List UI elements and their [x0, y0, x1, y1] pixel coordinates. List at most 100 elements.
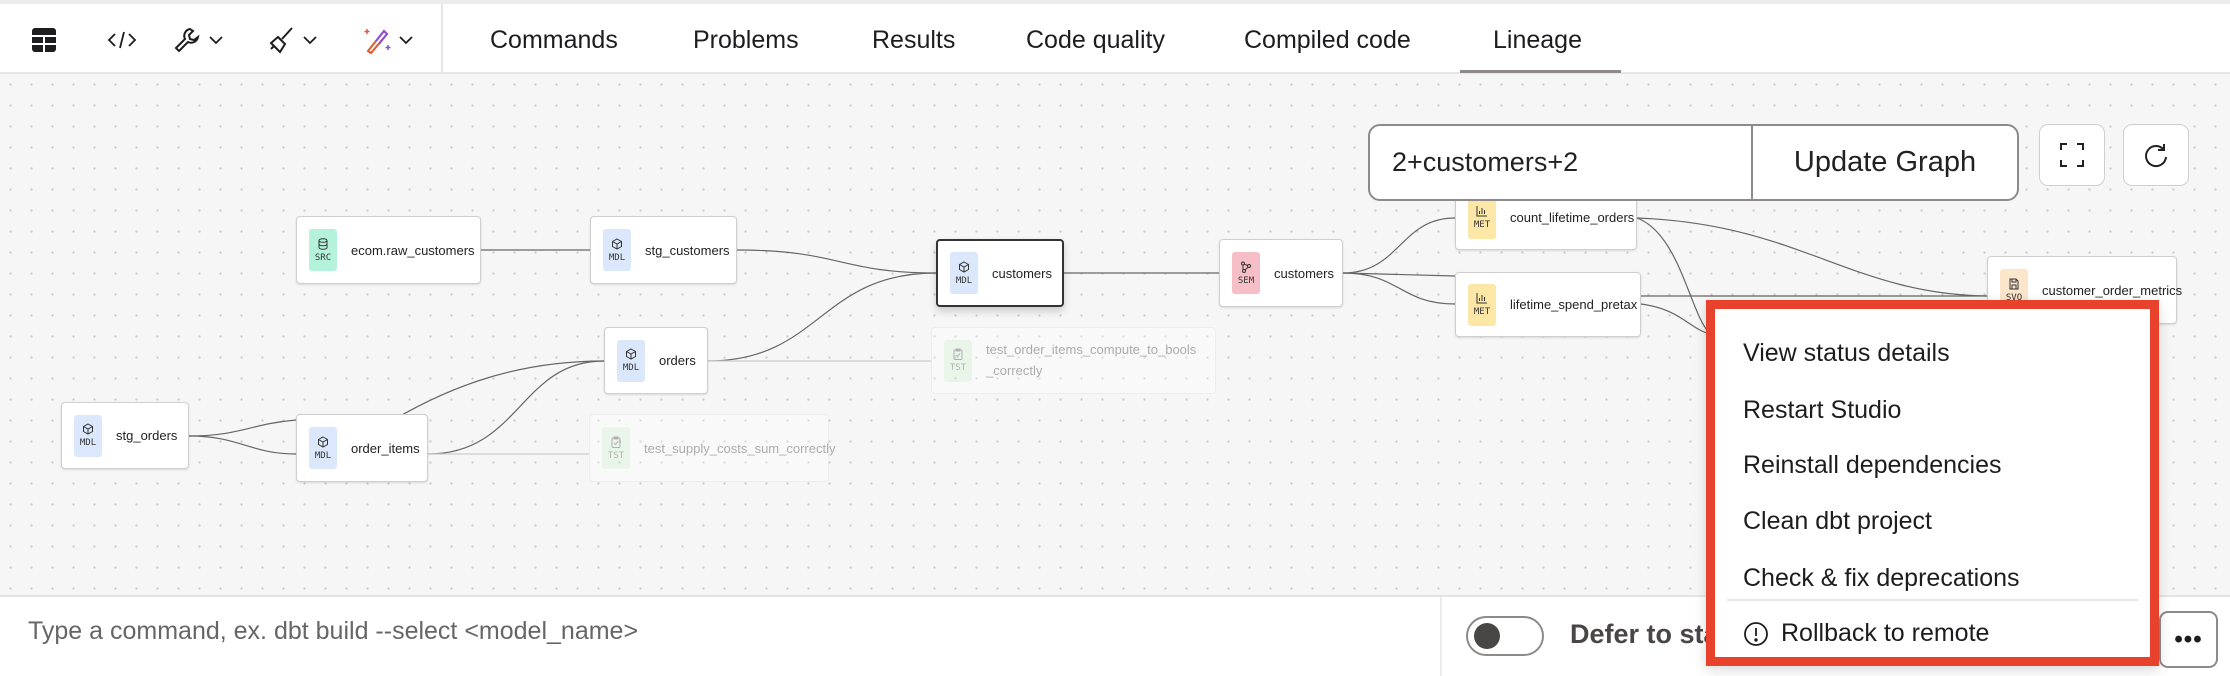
metric-badge: MET [1468, 283, 1496, 326]
lineage-node[interactable]: MDL orders [604, 327, 708, 394]
cube-icon [959, 260, 969, 273]
code-icon [107, 31, 137, 49]
edge [736, 249, 937, 274]
lineage-node-selected[interactable]: MDL customers [936, 239, 1064, 307]
more-options-button[interactable]: ••• [2159, 611, 2218, 668]
node-label: stg_orders [116, 428, 178, 443]
badge-label: MET [1473, 220, 1491, 230]
chevron-down-icon [303, 36, 317, 45]
semantic-badge: SEM [1232, 252, 1260, 294]
badge-label: MDL [314, 450, 332, 461]
model-badge: MDL [950, 252, 978, 294]
lineage-node[interactable]: MDL stg_orders [61, 402, 189, 469]
model-badge: MDL [617, 339, 645, 382]
save-icon [2009, 278, 2019, 289]
edge [707, 272, 937, 362]
lineage-node[interactable]: MET lifetime_spend_pretax [1455, 272, 1641, 337]
magic-wand-icon [364, 29, 391, 55]
wrench-icon [174, 27, 200, 53]
cube-icon [612, 237, 622, 250]
lineage-node[interactable]: SEM customers [1219, 239, 1343, 307]
broom-icon [269, 27, 293, 54]
tools-dropdown[interactable] [172, 22, 224, 58]
database-icon [318, 237, 328, 250]
code-button[interactable] [106, 22, 138, 58]
refresh-button[interactable] [2123, 124, 2189, 186]
lineage-node-test[interactable]: TST test_order_items_compute_to_bools _c… [931, 327, 1216, 394]
source-badge: SRC [309, 229, 337, 271]
menu-item-restart-studio[interactable]: Restart Studio [1743, 396, 1902, 424]
edge [1342, 272, 1456, 305]
lineage-selector: Update Graph [1368, 124, 2019, 201]
node-label: stg_customers [645, 242, 730, 258]
tab-code-quality[interactable]: Code quality [1026, 26, 1165, 54]
fullscreen-icon [2060, 143, 2084, 167]
defer-label: Defer to sta [1570, 619, 1719, 649]
edge [1640, 303, 1711, 335]
tab-compiled-code[interactable]: Compiled code [1244, 26, 1411, 54]
menu-item-reinstall-dependencies[interactable]: Reinstall dependencies [1743, 451, 2002, 479]
model-badge: MDL [74, 414, 102, 457]
badge-label: SEM [1237, 275, 1255, 286]
menu-divider [1727, 599, 2138, 601]
test-badge: TST [602, 427, 630, 469]
badge-label: MET [1473, 307, 1491, 317]
lineage-node[interactable]: MDL stg_customers [590, 216, 737, 284]
tab-problems[interactable]: Problems [693, 26, 799, 54]
metric-badge: MET [1468, 196, 1496, 239]
cube-icon [83, 423, 93, 435]
table-icon [32, 28, 56, 52]
bar-chart-icon [1476, 206, 1487, 217]
node-label: customers [1274, 265, 1334, 281]
edge [1636, 217, 1711, 335]
lineage-node[interactable]: SRC ecom.raw_customers [296, 216, 481, 284]
alert-circle-icon [1744, 621, 1768, 646]
menu-item-clean-project[interactable]: Clean dbt project [1743, 507, 1933, 535]
clipboard-check-icon [611, 436, 621, 448]
menu-item-rollback[interactable]: Rollback to remote [1743, 619, 1989, 648]
lineage-node-test[interactable]: TST test_supply_costs_sum_correctly [589, 414, 835, 482]
defer-toggle[interactable] [1466, 616, 1544, 656]
badge-label: SRC [314, 252, 332, 263]
node-label: orders [659, 353, 696, 368]
toggle-knob [1474, 623, 1500, 649]
model-badge: MDL [309, 427, 337, 469]
menu-item-check-deprecations[interactable]: Check & fix deprecations [1743, 564, 2020, 592]
menu-item-view-status[interactable]: View status details [1743, 339, 1950, 367]
table-view-button[interactable] [30, 22, 58, 58]
update-graph-button[interactable]: Update Graph [1751, 126, 2017, 199]
tab-commands[interactable]: Commands [490, 26, 618, 54]
semantic-model-icon [1241, 261, 1251, 273]
badge-label: MDL [608, 252, 626, 263]
test-badge: TST [944, 339, 972, 382]
badge-label: MDL [79, 438, 97, 448]
node-label: customer_order_metrics [2042, 282, 2183, 298]
badge-label: TST [949, 363, 967, 373]
toolbar: Commands Problems Results Code quality C… [0, 0, 2230, 74]
node-label: order_items [351, 440, 420, 456]
node-label: ecom.raw_customers [351, 242, 475, 258]
badge-label: MDL [622, 363, 640, 373]
tab-lineage[interactable]: Lineage [1493, 26, 1582, 54]
bar-chart-icon [1476, 293, 1487, 304]
command-input[interactable] [28, 617, 1428, 646]
selector-input[interactable] [1370, 147, 1751, 178]
badge-label: TST [607, 450, 625, 461]
fullscreen-button[interactable] [2039, 124, 2105, 186]
edge [188, 435, 297, 455]
more-options-menu: View status details Restart Studio Reins… [1706, 300, 2159, 666]
badge-label: MDL [955, 275, 973, 286]
node-label: test_supply_costs_sum_correctly [644, 440, 836, 456]
edge [427, 360, 605, 455]
lineage-node[interactable]: MDL order_items [296, 414, 428, 482]
refresh-icon [2145, 144, 2167, 168]
rollback-label: Rollback to remote [1781, 619, 1990, 647]
cube-icon [318, 435, 328, 448]
cube-icon [626, 348, 636, 360]
divider [1440, 597, 1442, 676]
ai-dropdown[interactable] [362, 22, 414, 58]
chevron-down-icon [209, 36, 223, 45]
node-label: lifetime_spend_pretax [1510, 297, 1638, 312]
tab-results[interactable]: Results [872, 26, 956, 54]
clean-dropdown[interactable] [266, 22, 318, 58]
